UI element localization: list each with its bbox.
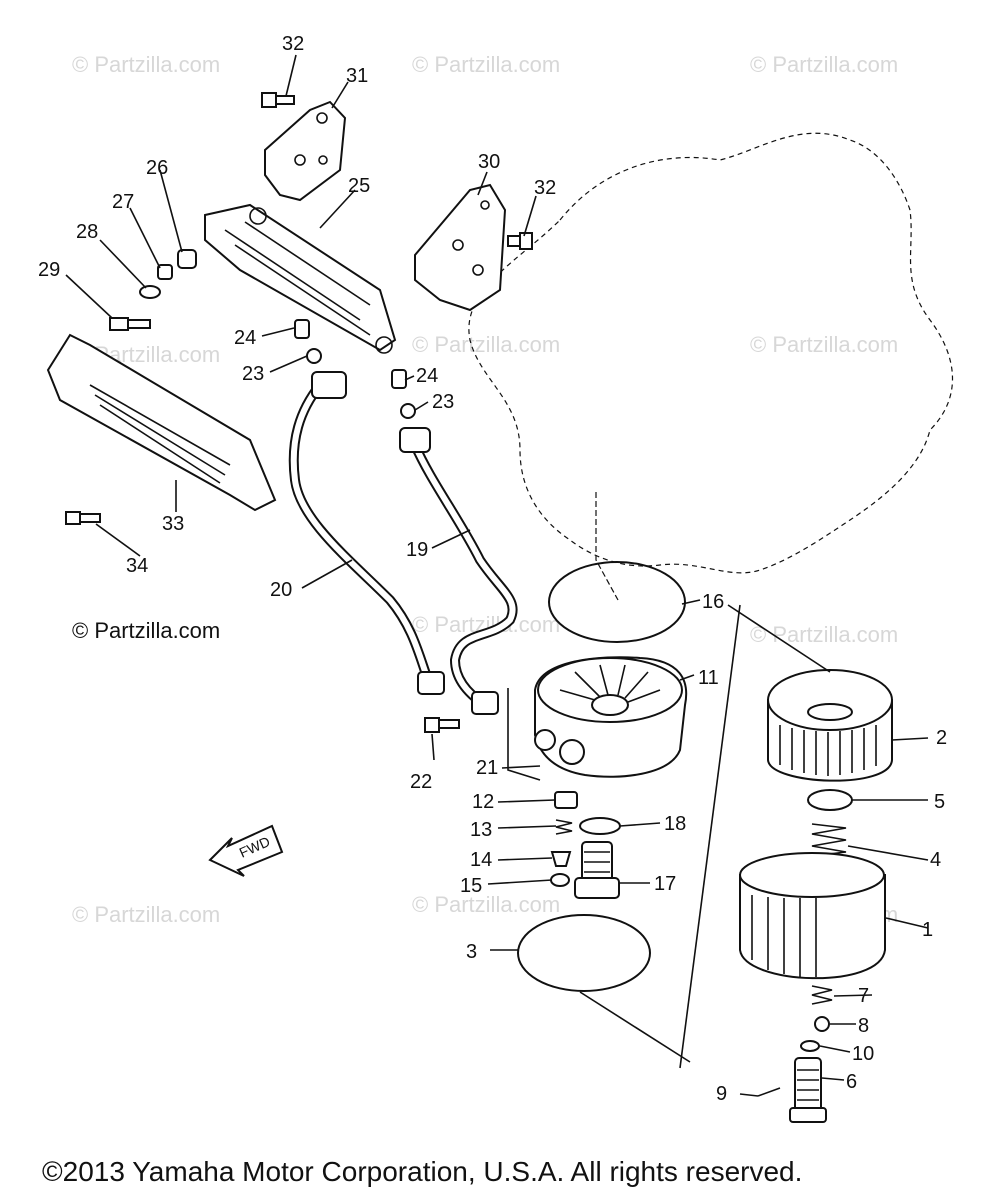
o-ring-18 [579, 817, 621, 835]
watermark: © Partzilla.com [412, 332, 561, 357]
valve-14 [550, 851, 572, 867]
callout-label: 9 [716, 1083, 727, 1105]
watermark: © Partzilla.com [750, 52, 899, 77]
union-bolt-24 [294, 319, 310, 339]
filter-element-2 [767, 669, 893, 782]
callout-label: 31 [346, 65, 368, 87]
callout-label: 30 [478, 151, 500, 173]
leader-lines [65, 54, 929, 1097]
screw-34 [65, 511, 101, 525]
callout-label: 21 [476, 757, 498, 779]
callout-label: 23 [432, 391, 454, 413]
filter-case-1 [739, 852, 886, 980]
callout-label: 14 [470, 849, 492, 871]
bracket-30 [414, 183, 507, 312]
fwd-arrow-icon: FWD [208, 824, 284, 877]
callout-label: 4 [930, 849, 941, 871]
bolt-22 [424, 717, 460, 733]
oil-hose-19 [410, 443, 518, 710]
callout-label: 18 [664, 813, 686, 835]
callout-label: 32 [282, 33, 304, 55]
union-bolt-24 [391, 369, 407, 389]
watermark: © Partzilla.com [72, 902, 221, 927]
watermark: © Partzilla.com [750, 622, 899, 647]
callout-label: 17 [654, 873, 676, 895]
bracket-31 [264, 100, 347, 202]
plug-12 [554, 791, 578, 809]
ball-8 [814, 1016, 830, 1032]
gasket-16 [548, 561, 686, 643]
washer-5 [807, 789, 853, 811]
watermark: © Partzilla.com [750, 332, 899, 357]
callout-label: 24 [234, 327, 256, 349]
callout-label: 34 [126, 555, 148, 577]
spring-4 [811, 823, 847, 857]
callout-label: 26 [146, 157, 168, 179]
watermark: © Partzilla.com [412, 52, 561, 77]
callout-label: 22 [410, 771, 432, 793]
callout-label: 20 [270, 579, 292, 601]
callout-label: 25 [348, 175, 370, 197]
watermark: © Partzilla.com [412, 892, 561, 917]
callout-label: 11 [698, 667, 719, 689]
callout-label: 3 [466, 941, 477, 963]
oil-cooler-25 [204, 203, 397, 354]
washer-10 [800, 1040, 820, 1052]
washer-28 [139, 285, 161, 299]
o-ring-3 [517, 914, 651, 992]
callout-label: 33 [162, 513, 184, 535]
callout-label: 32 [534, 177, 556, 199]
callout-label: 15 [460, 875, 482, 897]
o-ring-23 [306, 348, 322, 364]
callout-label: 2 [936, 727, 947, 749]
callout-label: 1 [922, 919, 933, 941]
callout-labels: 32 31 25 26 27 28 29 30 32 24 23 24 23 3… [38, 33, 947, 1105]
callout-label: 8 [858, 1015, 869, 1037]
rubber-26 [177, 249, 197, 269]
callout-label: 13 [470, 819, 492, 841]
union-bolt-6 [789, 1057, 827, 1123]
pin-9 [757, 1087, 781, 1097]
cover-33 [46, 333, 277, 512]
engine-outline [468, 132, 954, 574]
callout-label: 23 [242, 363, 264, 385]
watermark-label: © Partzilla.com [72, 618, 221, 643]
clip-15 [550, 873, 570, 887]
bolt-29 [109, 317, 151, 331]
callout-label: 6 [846, 1071, 857, 1093]
copyright-notice: ©2013 Yamaha Motor Corporation, U.S.A. A… [42, 1156, 803, 1187]
callout-label: 16 [702, 591, 724, 613]
collar-27 [157, 264, 173, 280]
filter-housing-11 [534, 656, 688, 778]
callout-label: 24 [416, 365, 438, 387]
watermark: © Partzilla.com [72, 52, 221, 77]
callout-label: 19 [406, 539, 428, 561]
callout-label: 28 [76, 221, 98, 243]
spring-7 [811, 985, 833, 1005]
callout-label: 10 [852, 1043, 874, 1065]
callout-label: 12 [472, 791, 494, 813]
spring-13 [555, 819, 573, 835]
callout-label: 5 [934, 791, 945, 813]
o-ring-23 [400, 403, 416, 419]
union-bolt-17 [574, 841, 620, 899]
bolt-32 [507, 232, 533, 250]
callout-label: 7 [858, 985, 869, 1007]
callout-label: 27 [112, 191, 134, 213]
bolt-32 [261, 92, 295, 108]
callout-label: 29 [38, 259, 60, 281]
